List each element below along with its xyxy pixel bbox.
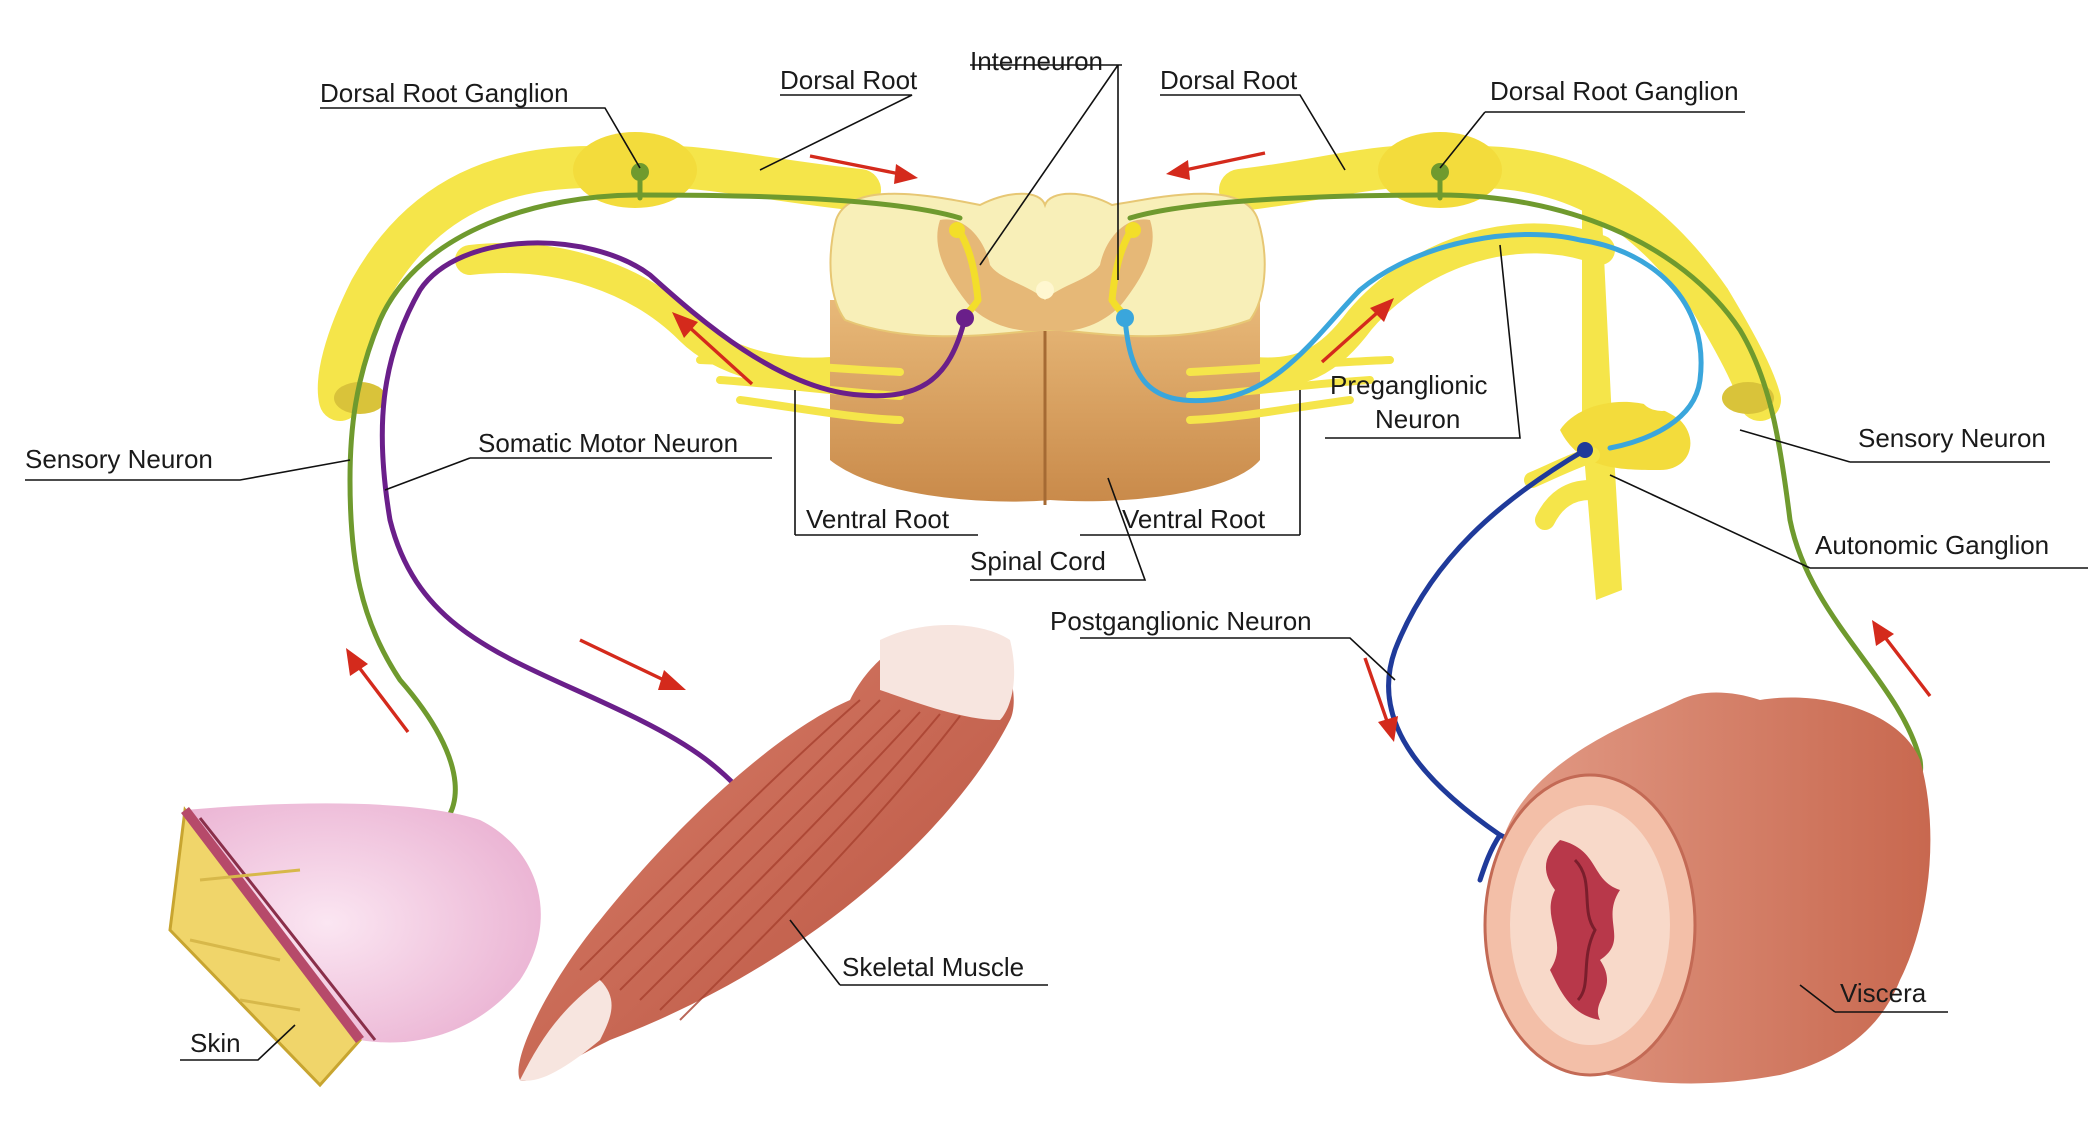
label-dorsal-root-left: Dorsal Root [780,65,918,95]
label-preganglionic-line2: Neuron [1375,404,1460,434]
label-skeletal-muscle: Skeletal Muscle [842,952,1024,982]
label-autonomic-ganglion: Autonomic Ganglion [1815,530,2049,560]
right-spinal-nerve [1219,132,1781,421]
label-dorsal-root-ganglion-right: Dorsal Root Ganglion [1490,76,1739,106]
label-sensory-neuron-right: Sensory Neuron [1858,423,2046,453]
label-spinal-cord: Spinal Cord [970,546,1106,576]
viscera-illustration [1483,692,1931,1084]
label-sensory-neuron-left: Sensory Neuron [25,444,213,474]
arrow-right-dorsal [1166,151,1266,180]
arrow-right-ventral [1320,298,1394,364]
direction-arrows [346,151,1932,742]
ventral-root-fibers [696,356,1394,424]
arrow-postganglionic-down [1363,657,1398,742]
label-somatic-motor-neuron: Somatic Motor Neuron [478,428,738,458]
label-preganglionic-line1: Preganglionic [1330,370,1488,400]
leader-lines [25,64,2088,1061]
arrow-sensory-left-up [346,648,410,734]
skeletal-muscle-illustration [518,625,1015,1081]
label-dorsal-root-right: Dorsal Root [1160,65,1298,95]
autonomic-chain [1524,175,1691,600]
label-skin: Skin [190,1028,241,1058]
arrow-left-dorsal [809,154,918,184]
arrow-left-ventral [672,312,754,386]
skin-illustration [168,803,541,1088]
gray-matter [937,219,1153,331]
label-ventral-root-left: Ventral Root [806,504,950,534]
preganglionic-neuron [1116,231,1704,451]
label-ventral-root-right: Ventral Root [1122,504,1266,534]
label-postganglionic-neuron: Postganglionic Neuron [1050,606,1312,636]
label-dorsal-root-ganglion-left: Dorsal Root Ganglion [320,78,569,108]
arrow-motor-down [579,638,686,690]
arrow-sensory-right-up [1872,620,1932,698]
label-viscera: Viscera [1840,978,1927,1008]
spinal-cord [829,192,1266,505]
label-interneuron: Interneuron [970,46,1103,76]
labels: Dorsal Root Ganglion Dorsal Root Interne… [25,46,2049,1058]
